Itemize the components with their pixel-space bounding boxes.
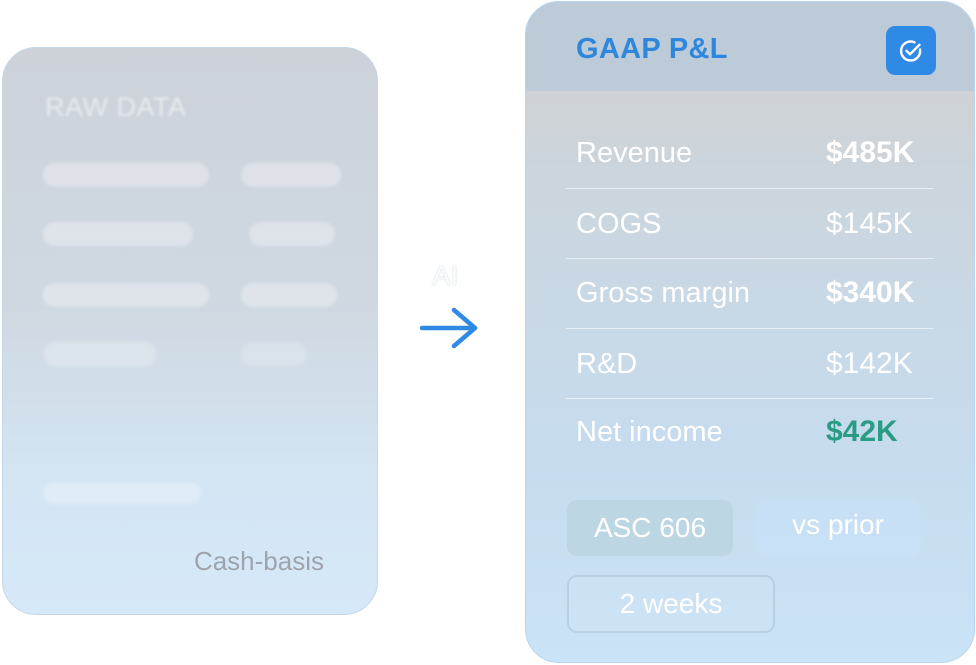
row-divider <box>566 258 933 259</box>
chip-label: vs prior <box>792 509 884 540</box>
pl-row-value: $340K <box>826 276 915 309</box>
pl-row-net-income: Net income $42K <box>566 403 933 463</box>
pl-card-header: GAAP P&L <box>526 2 974 91</box>
pl-row-label: Gross margin <box>576 277 751 309</box>
row-divider <box>566 188 933 189</box>
pl-row-label: R&D <box>576 348 638 380</box>
pl-row-revenue: Revenue $485K <box>566 124 933 184</box>
arrow-right-icon <box>419 307 478 349</box>
vs-prior-chip[interactable]: vs prior <box>755 500 921 556</box>
check-circle-icon <box>899 39 922 62</box>
verified-button[interactable] <box>886 26 936 75</box>
placeholder-line <box>43 222 193 246</box>
placeholder-line <box>43 482 201 504</box>
gaap-pl-card: GAAP P&L Revenue $485K COGS $145K Gross … <box>525 1 975 663</box>
pl-row-label: COGS <box>576 208 662 240</box>
placeholder-line <box>241 342 307 366</box>
pl-row-value: $145K <box>826 207 913 240</box>
asc-606-chip[interactable]: ASC 606 <box>567 500 733 556</box>
placeholder-line <box>43 283 209 307</box>
pl-row-label: Net income <box>576 416 723 448</box>
pl-row-value: $485K <box>826 136 915 169</box>
pl-card-title: GAAP P&L <box>576 33 728 65</box>
pl-row-cogs: COGS $145K <box>566 195 933 255</box>
ai-label: AI <box>432 260 459 291</box>
placeholder-line <box>241 163 341 187</box>
placeholder-line <box>43 342 157 366</box>
row-divider <box>566 328 933 329</box>
pl-row-value: $42K <box>826 415 898 448</box>
raw-data-footer: Cash-basis <box>193 546 324 576</box>
pl-row-label: Revenue <box>576 137 693 169</box>
placeholder-line <box>43 163 209 187</box>
placeholder-line <box>241 283 337 307</box>
placeholder-line <box>249 222 335 246</box>
pl-row-rnd: R&D $142K <box>566 335 933 395</box>
raw-data-title: RAW DATA <box>45 92 187 122</box>
pl-row-gross-margin: Gross margin $340K <box>566 264 933 324</box>
two-weeks-chip[interactable]: 2 weeks <box>567 575 775 633</box>
row-divider <box>566 398 933 399</box>
raw-data-card: RAW DATA Cash-basis <box>2 47 378 615</box>
pl-row-value: $142K <box>826 347 913 380</box>
